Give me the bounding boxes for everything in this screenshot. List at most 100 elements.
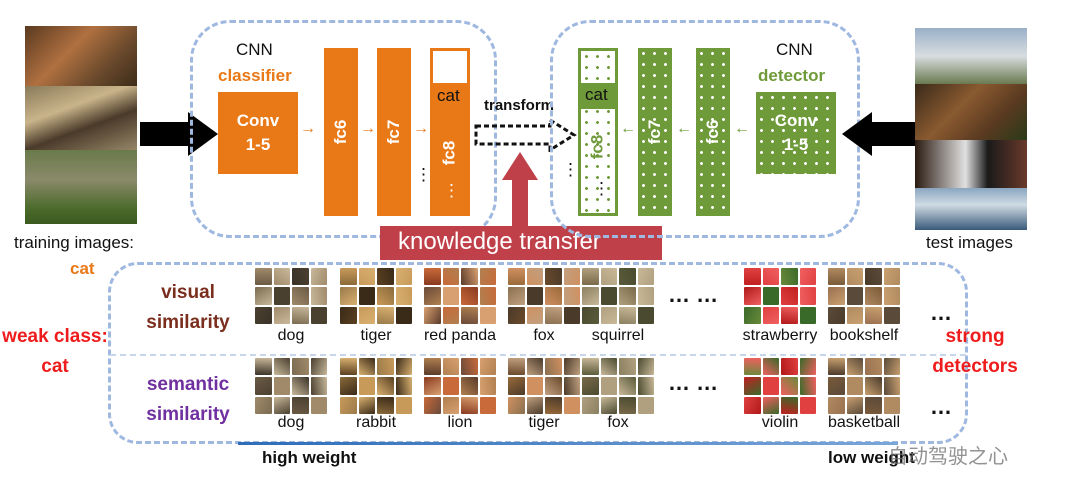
thumbnail-image <box>273 358 290 376</box>
thumbnail-image <box>526 377 543 395</box>
thumbnail-image <box>600 377 617 395</box>
thumbnail-image <box>744 268 761 286</box>
thumbnail-image <box>883 268 900 286</box>
fc7-layer-left: fc7 <box>377 48 411 216</box>
thumbnail-image <box>883 377 900 395</box>
panel-divider <box>110 354 966 356</box>
thumbnail-image <box>424 306 441 324</box>
conv-layer-left: Conv 1-5 <box>218 92 298 174</box>
thumbnail-image <box>846 287 863 305</box>
test-image-cat <box>915 140 1027 188</box>
thumbnail-image <box>865 287 882 305</box>
arrow-fc6-fc7-left: → <box>360 120 376 137</box>
thumbnail-image <box>799 377 816 395</box>
fc7-right-text: fc7 <box>645 119 664 145</box>
thumbnail-image <box>563 396 580 414</box>
thumbnail-image <box>762 306 779 324</box>
test-image-horses <box>915 84 1027 140</box>
test-images-label: test images <box>926 233 1013 252</box>
thumbnail-image <box>828 306 845 324</box>
thumbnail-image <box>358 268 375 286</box>
thumbnail-image <box>461 396 478 414</box>
thumbnail-image <box>563 268 580 286</box>
thumbnail-image <box>883 306 900 324</box>
fc6-layer-right: fc6 <box>696 48 730 216</box>
fc8-right-cat-cell <box>581 83 615 109</box>
thumbnail-grid-dog <box>255 268 327 324</box>
conv-left-text: Conv 1-5 <box>236 111 280 154</box>
category-label: fox <box>607 414 629 431</box>
thumbnail-image <box>582 358 599 376</box>
arrow-conv-fc6-right: ← <box>734 120 750 137</box>
category-label: dog <box>277 327 305 344</box>
thumbnail-image <box>781 287 798 305</box>
thumbnail-image <box>424 268 441 286</box>
thumbnail-image <box>781 268 798 286</box>
fc8-layer-right: cat fc8 ⋮ <box>578 48 618 216</box>
thumbnail-image <box>310 358 327 376</box>
thumbnail-image <box>545 306 562 324</box>
thumbnail-image <box>340 358 357 376</box>
thumbnail-image <box>846 306 863 324</box>
thumbnail-image <box>744 377 761 395</box>
input-arrow-right <box>842 112 920 156</box>
visual-line2: similarity <box>146 312 230 333</box>
thumbnail-image <box>865 358 882 376</box>
thumbnail-image <box>461 268 478 286</box>
thumbnail-image <box>377 358 394 376</box>
thumbnail-image <box>865 396 882 414</box>
thumbnail-image <box>340 377 357 395</box>
thumbnail-image <box>545 287 562 305</box>
thumbnail-image <box>781 377 798 395</box>
thumbnail-image <box>255 287 272 305</box>
thumbnail-image <box>273 268 290 286</box>
test-image-boat <box>915 188 1027 230</box>
thumbnail-image <box>377 306 394 324</box>
thumbnail-image <box>545 358 562 376</box>
high-weight-label: high weight <box>262 448 357 467</box>
thumbnail-image <box>310 268 327 286</box>
semantic-similarity-label: semantic similarity <box>128 370 248 430</box>
thumbnail-image <box>883 396 900 414</box>
thumbnail-image <box>582 377 599 395</box>
classifier-label: classifier <box>218 66 292 85</box>
thumbnail-grid-bookshelf <box>828 268 900 324</box>
thumbnail-image <box>865 306 882 324</box>
visual-similarity-label: visual similarity <box>128 278 248 338</box>
knowledge-transfer-text: knowledge transfer <box>398 228 601 255</box>
fc6-right-text: fc6 <box>703 119 722 145</box>
thumbnail-image <box>377 377 394 395</box>
training-image-cat-3 <box>25 150 137 224</box>
thumbnail-image <box>526 396 543 414</box>
thumbnail-image <box>424 396 441 414</box>
test-image-dog <box>915 28 1027 84</box>
thumbnail-image <box>846 358 863 376</box>
thumbnail-image <box>781 358 798 376</box>
thumbnail-image <box>479 268 496 286</box>
classifier-network-box <box>190 20 497 238</box>
semantic-line1: semantic <box>146 374 230 395</box>
thumbnail-image <box>600 358 617 376</box>
thumbnail-image <box>846 268 863 286</box>
category-label: strawberry <box>742 327 818 344</box>
thumbnail-image <box>310 306 327 324</box>
thumbnail-image <box>545 377 562 395</box>
thumbnail-image <box>508 377 525 395</box>
thumbnail-grid-rabbit <box>340 358 412 414</box>
strong-line2: detectors <box>932 356 1018 377</box>
thumbnail-image <box>395 396 412 414</box>
thumbnail-image <box>637 287 654 305</box>
thumbnail-image <box>479 358 496 376</box>
thumbnail-image <box>292 377 309 395</box>
thumbnail-grid-lion <box>424 358 496 414</box>
thumbnail-image <box>310 396 327 414</box>
thumbnail-image <box>526 306 543 324</box>
thumbnail-image <box>508 306 525 324</box>
watermark: 自动驾驶之心 <box>888 446 1008 468</box>
category-label: squirrel <box>591 327 645 344</box>
thumbnail-grid-basketball <box>828 358 900 414</box>
thumbnail-image <box>846 377 863 395</box>
thumbnail-image <box>619 306 636 324</box>
thumbnail-image <box>442 268 459 286</box>
thumbnail-image <box>292 306 309 324</box>
